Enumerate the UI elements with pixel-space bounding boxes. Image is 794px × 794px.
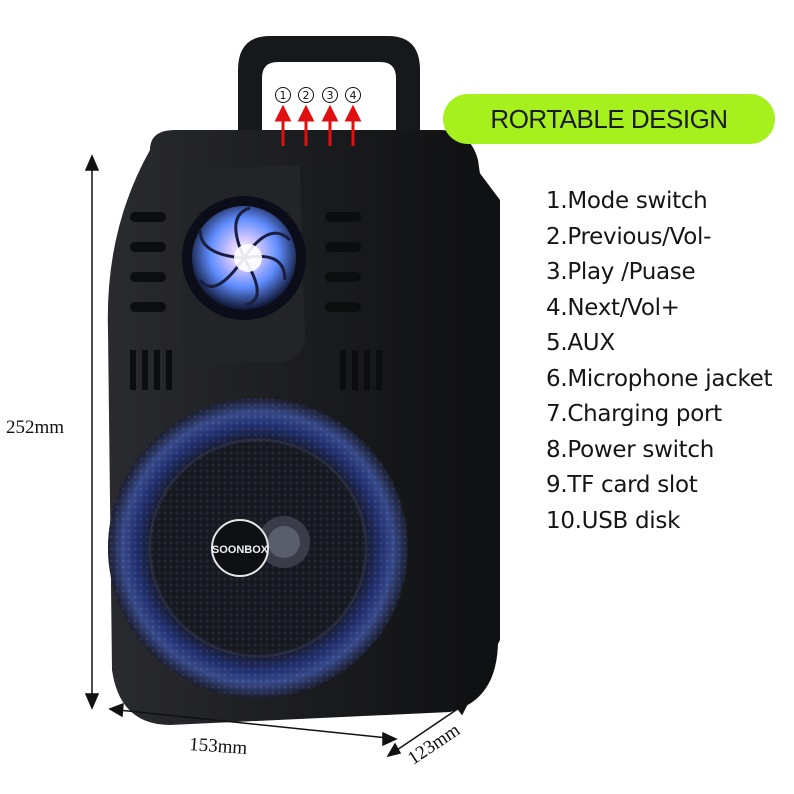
feature-item: 6.Microphone jacket [546,365,773,392]
brand-label: SOONBOX [212,544,269,556]
feature-item: 10.USB disk [546,507,681,534]
dimension-lines [84,154,470,758]
button-number-1: 1 [275,87,291,103]
feature-item: 7.Charging port [546,401,722,427]
feature-item: 8.Power switch [546,436,715,463]
portable-design-badge: RORTABLE DESIGN [443,94,775,144]
feature-item: 9.TF card slot [546,472,698,498]
feature-item: 1.Mode switch [546,188,708,214]
badge-label: RORTABLE DESIGN [490,103,728,134]
feature-list: 1.Mode switch 2.Previous/Vol- 3.Play /Pu… [546,184,773,539]
width-dimension-label: 153mm [188,734,248,759]
button-number-3: 3 [322,87,338,103]
feature-item: 2.Previous/Vol- [546,223,712,250]
feature-item: 4.Next/Vol+ [546,294,680,321]
feature-item: 5.AUX [546,330,615,356]
button-arrows [274,104,362,146]
feature-item: 3.Play /Puase [546,259,696,285]
button-number-2: 2 [298,87,314,103]
button-number-4: 4 [345,87,361,103]
brand-logo: SOONBOX [211,519,269,577]
height-dimension-label: 252mm [6,417,65,438]
